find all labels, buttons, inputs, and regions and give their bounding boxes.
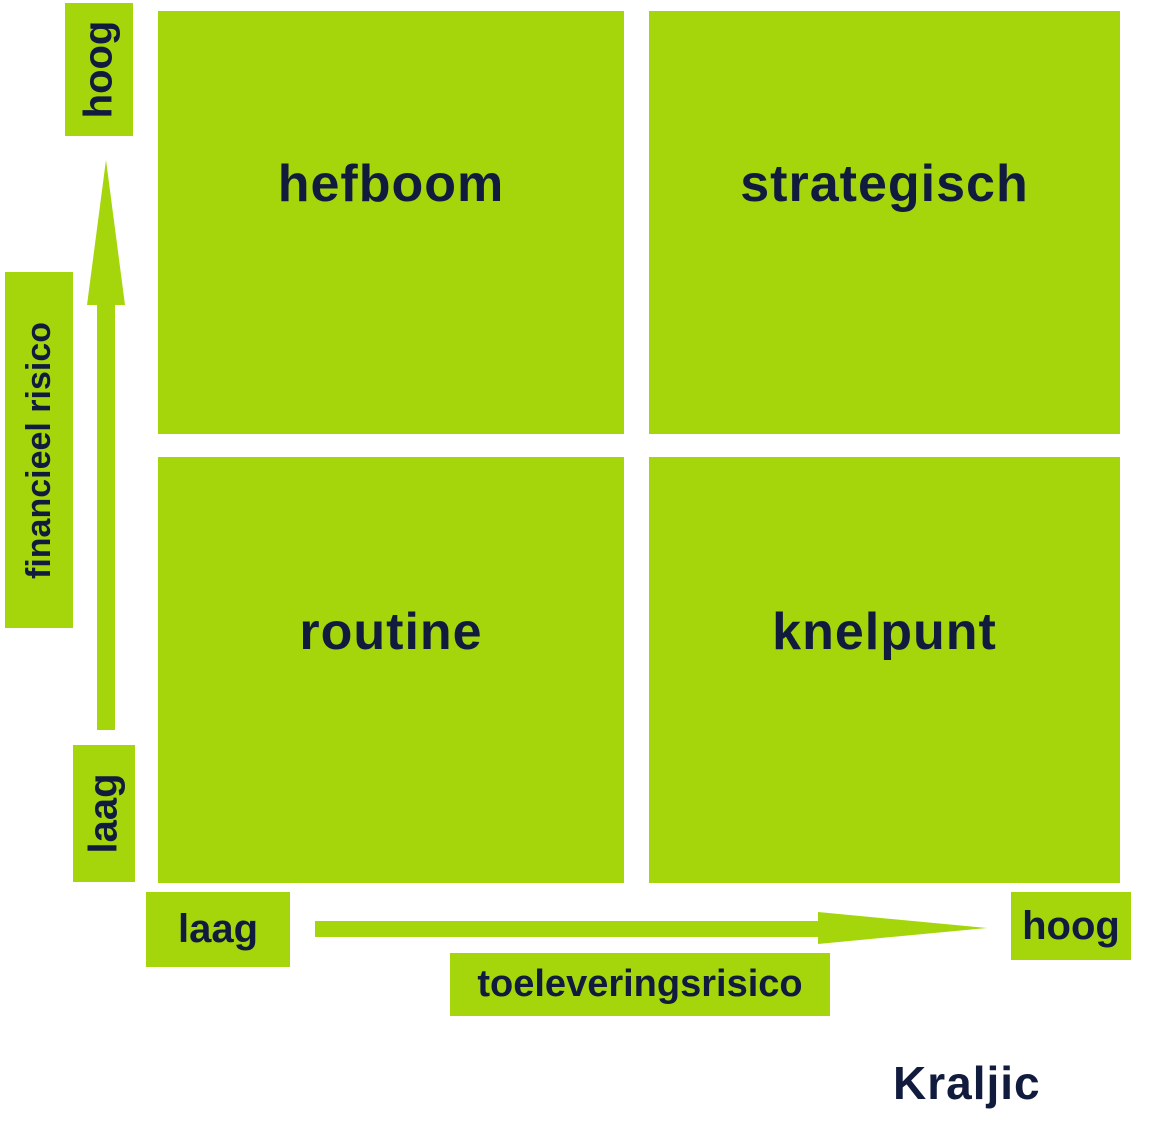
x-axis-low-label-text: laag (177, 907, 259, 951)
y-axis-high-label: hoog (65, 3, 133, 136)
quadrant-strategisch: strategisch (649, 11, 1120, 434)
x-axis-title: toeleveringsrisico (450, 953, 830, 1016)
y-axis-title: financieel risico (5, 272, 73, 628)
x-axis-high-label-text: hoog (1022, 903, 1120, 948)
quadrant-hefboom: hefboom (158, 11, 624, 434)
right-arrow-shaft (315, 921, 818, 937)
up-arrow-icon (87, 160, 125, 730)
up-arrow-shaft (97, 305, 115, 730)
quadrant-knelpunt-label: knelpunt (772, 602, 997, 661)
x-axis-low-label: laag (146, 892, 290, 967)
y-axis-title-text: financieel risico (19, 321, 58, 579)
quadrant-routine: routine (158, 457, 624, 883)
x-axis-high-label: hoog (1011, 892, 1131, 960)
up-arrow-head (87, 160, 125, 305)
y-axis-low-label-text: laag (81, 773, 126, 854)
quadrant-strategisch-label: strategisch (740, 155, 1029, 214)
quadrant-knelpunt: knelpunt (649, 457, 1120, 883)
y-axis-high-label-text: hoog (76, 20, 121, 119)
quadrant-routine-label: routine (299, 602, 483, 661)
y-axis-low-label: laag (73, 745, 135, 882)
quadrant-hefboom-label: hefboom (277, 155, 505, 214)
right-arrow-icon (315, 912, 987, 944)
diagram-caption: Kraljic (893, 1057, 1041, 1109)
right-arrow-head (818, 912, 987, 944)
x-axis-title-text: toeleveringsrisico (477, 963, 803, 1005)
